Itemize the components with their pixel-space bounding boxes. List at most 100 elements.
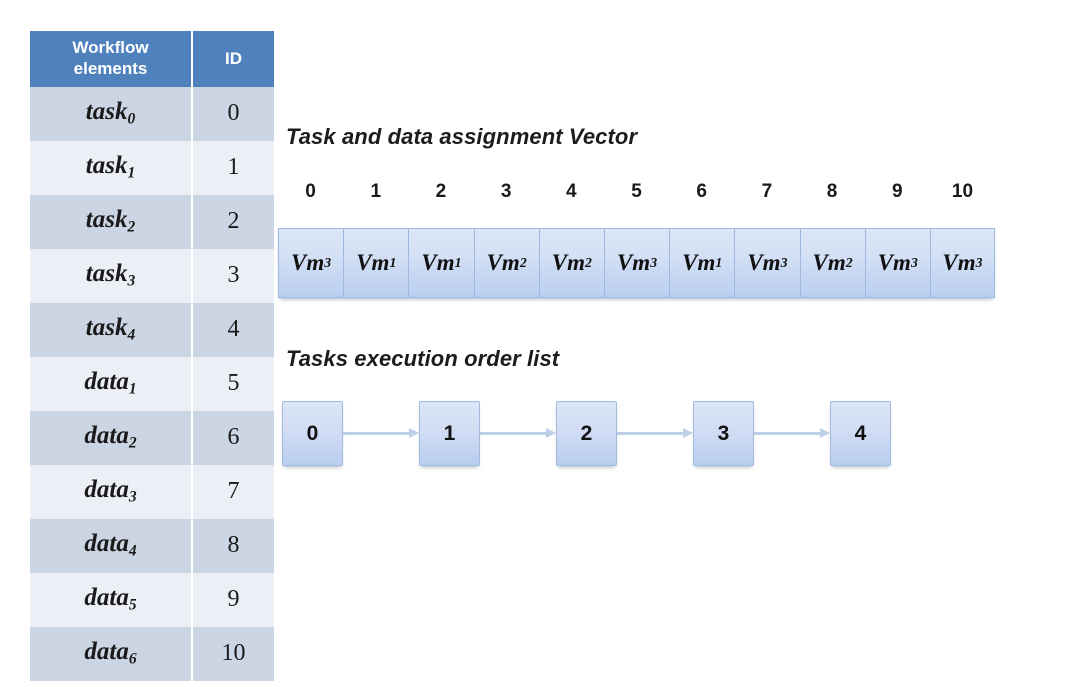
- cell-id: 8: [192, 518, 274, 573]
- table-header: Workflow elements ID: [30, 31, 274, 87]
- vm-label: Vm: [877, 250, 911, 275]
- arrow-head-icon: [683, 428, 693, 438]
- cell-workflow-element: task1: [30, 140, 193, 195]
- element-subscript: 6: [128, 650, 137, 668]
- element-name: task: [85, 206, 128, 234]
- cell-id: 4: [192, 302, 274, 357]
- vm-subscript: 3: [324, 255, 332, 270]
- column-header-workflow-elements-line2: elements: [73, 59, 148, 79]
- cell-id: 0: [192, 86, 274, 141]
- element-subscript: 3: [127, 272, 136, 290]
- vm-label: Vm: [291, 250, 325, 275]
- order-section-heading: Tasks execution order list: [286, 346, 560, 371]
- cell-id: 3: [192, 248, 274, 303]
- element-subscript: 2: [128, 434, 137, 452]
- execution-order-node: 2: [556, 401, 617, 466]
- cell-id: 1: [192, 140, 274, 195]
- vm-subscript: 3: [975, 255, 983, 270]
- cell-workflow-element: data1: [30, 356, 193, 411]
- vector-index-label: 4: [566, 181, 577, 202]
- element-name: task: [85, 98, 128, 126]
- execution-order-node: 1: [419, 401, 480, 466]
- column-header-id: ID: [191, 31, 274, 87]
- cell-workflow-element: task3: [30, 248, 193, 303]
- vm-label: Vm: [747, 250, 781, 275]
- arrow-shaft: [343, 432, 411, 435]
- vector-index-label: 9: [891, 181, 903, 202]
- vm-subscript: 1: [715, 255, 723, 270]
- vm-label: Vm: [812, 250, 846, 275]
- element-name: data: [84, 584, 129, 612]
- vm-subscript: 2: [519, 255, 527, 270]
- execution-order-arrow: [480, 428, 556, 438]
- arrow-shaft: [480, 432, 548, 435]
- element-subscript: 5: [128, 596, 137, 614]
- cell-workflow-element: data2: [30, 410, 193, 465]
- vm-label: Vm: [421, 250, 455, 275]
- cell-id: 10: [192, 626, 274, 681]
- vector-index-label: 1: [370, 181, 382, 202]
- vector-index-label: 5: [631, 181, 642, 202]
- execution-order-arrow: [754, 428, 830, 438]
- vm-subscript: 2: [585, 255, 592, 270]
- element-subscript: 2: [127, 218, 136, 236]
- cell-workflow-element: task0: [30, 86, 193, 141]
- arrow-head-icon: [820, 428, 830, 438]
- cell-id: 2: [192, 194, 274, 249]
- cell-workflow-element: data6: [30, 626, 193, 681]
- vm-subscript: 1: [454, 255, 462, 270]
- element-name: task: [85, 314, 128, 342]
- vector-index-label: 10: [951, 181, 974, 202]
- arrow-head-icon: [546, 428, 556, 438]
- cell-workflow-element: task2: [30, 194, 193, 249]
- element-name: task: [85, 260, 128, 288]
- element-subscript: 0: [127, 110, 136, 128]
- cell-id: 7: [192, 464, 274, 519]
- vector-index-label: 6: [696, 181, 707, 202]
- vm-label: Vm: [942, 250, 976, 275]
- element-subscript: 1: [127, 164, 136, 182]
- cell-workflow-element: data3: [30, 464, 193, 519]
- execution-order-node: 4: [830, 401, 891, 466]
- vm-subscript: 3: [780, 255, 788, 270]
- vm-subscript: 1: [389, 255, 397, 270]
- cell-id: 6: [192, 410, 274, 465]
- vector-index-label: 2: [435, 181, 447, 202]
- execution-order-node: 3: [693, 401, 754, 466]
- vector-section-heading: Task and data assignment Vector: [286, 124, 638, 149]
- vm-label: Vm: [551, 250, 585, 275]
- element-subscript: 1: [128, 380, 137, 398]
- vm-label: Vm: [486, 250, 520, 275]
- vm-subscript: 3: [910, 255, 918, 270]
- execution-order-node: 0: [282, 401, 343, 466]
- vector-index-label: 8: [826, 181, 838, 202]
- element-subscript: 4: [127, 326, 136, 344]
- table-header-row: Workflow elements ID: [30, 31, 274, 87]
- vector-index-label: 0: [305, 181, 316, 202]
- cell-workflow-element: data4: [30, 518, 193, 573]
- cell-workflow-element: data5: [30, 572, 193, 627]
- element-name: task: [85, 152, 128, 180]
